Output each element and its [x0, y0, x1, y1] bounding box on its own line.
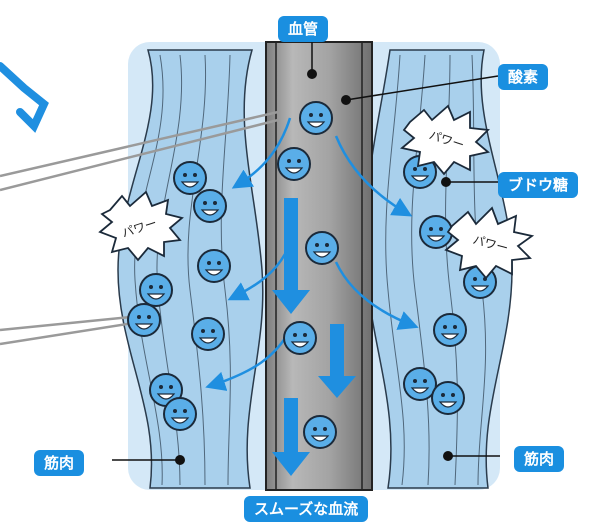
power-bubble-left: パワー [98, 190, 184, 262]
pointer-lines-left [0, 110, 279, 346]
flow-arrows [272, 198, 356, 476]
leader-lines [112, 42, 500, 461]
label-vessel: 血管 [278, 16, 329, 42]
label-glucose: ブドウ糖 [498, 172, 579, 198]
label-muscle-right: 筋肉 [514, 446, 565, 472]
label-flow: スムーズな血流 [244, 496, 369, 522]
cropped-mark [0, 62, 49, 133]
power-bubble-right-top: パワー [400, 104, 490, 176]
leader-dots [175, 69, 453, 465]
label-muscle-left: 筋肉 [34, 450, 85, 476]
label-oxygen: 酸素 [498, 64, 549, 90]
molecules [127, 101, 497, 449]
power-bubble-right-mid: パワー [444, 206, 535, 280]
